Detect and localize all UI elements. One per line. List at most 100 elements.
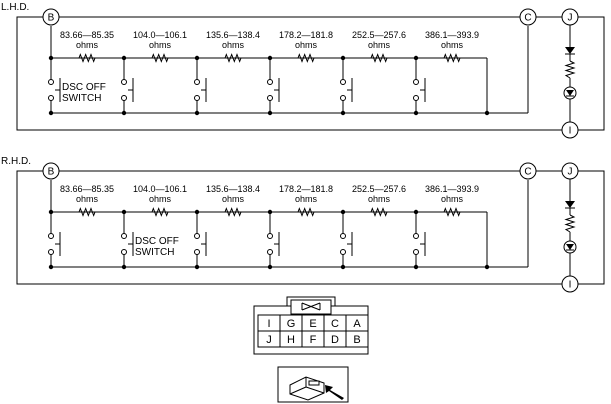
switch-contact: [267, 212, 280, 267]
diode-resistor-led-branch: [563, 25, 577, 122]
section-label: L.H.D.: [1, 2, 29, 13]
enclosure-frame: [16, 16, 605, 131]
node-bottom-right-label: I: [569, 126, 572, 137]
switch-contact: [48, 58, 61, 113]
resistor-unit: ohms: [149, 40, 172, 50]
switch-label: DSC OFF: [62, 82, 106, 93]
section-label: R.H.D.: [1, 156, 31, 167]
switch-contact: [121, 58, 134, 113]
connector-pin-label: I: [267, 318, 270, 330]
connector-pin-label: D: [331, 334, 339, 346]
resistor: [292, 53, 320, 63]
resistor-value: 135.6—138.4: [206, 30, 260, 40]
resistor-unit: ohms: [222, 194, 245, 204]
node-right-label: C: [524, 13, 531, 24]
resistor-value: 178.2—181.8: [279, 30, 333, 40]
resistor-unit: ohms: [222, 40, 245, 50]
connector-pin-label: B: [353, 334, 360, 346]
resistor: [564, 60, 576, 79]
connector-pin-label: A: [353, 318, 361, 330]
switch-contact: [267, 58, 280, 113]
resistor: [73, 207, 101, 217]
connector-pin-label: H: [287, 334, 295, 346]
connector-pin-cell: [345, 330, 369, 348]
resistor: [146, 207, 174, 217]
connector-latch: [286, 296, 336, 306]
resistor-value: 104.0—106.1: [133, 184, 187, 194]
switch-contact: [121, 212, 134, 267]
switch-label: DSC OFF: [135, 236, 179, 247]
resistor-unit: ohms: [368, 194, 391, 204]
diode-icon: [565, 201, 575, 208]
switch-label: SWITCH: [62, 93, 101, 104]
connector-pin-label: F: [310, 334, 317, 346]
connector-view-arrow-icon: [325, 385, 344, 400]
resistor: [292, 207, 320, 217]
resistor-value: 386.1—393.9: [425, 30, 479, 40]
node-bottom-right: I: [561, 275, 579, 293]
circuit-rhd: R.H.D.83.66—85.35ohms104.0—106.1ohms135.…: [1, 156, 605, 293]
enclosure-frame: [16, 170, 605, 285]
resistor-value: 386.1—393.9: [425, 184, 479, 194]
connector-pin-label: J: [266, 334, 272, 346]
resistor: [365, 207, 393, 217]
connector-face: I G E C A J H F D B: [253, 296, 369, 355]
resistor: [219, 207, 247, 217]
node-bottom-right-label: I: [569, 280, 572, 291]
connector-view-icon: [277, 366, 349, 403]
resistor-value: 252.5—257.6: [352, 30, 406, 40]
switch-contact: [48, 212, 61, 267]
switch-contact: [340, 212, 353, 267]
junction-dot: [484, 110, 490, 116]
resistor-unit: ohms: [76, 194, 99, 204]
resistor-value: 135.6—138.4: [206, 184, 260, 194]
diode-resistor-led-branch: [563, 179, 577, 276]
node-right: C: [519, 8, 537, 26]
node-left: B: [42, 8, 60, 26]
resistor-unit: ohms: [76, 40, 99, 50]
resistor: [73, 53, 101, 63]
resistor-unit: ohms: [295, 40, 318, 50]
resistor: [438, 207, 466, 217]
connector-housing-icon: [289, 376, 325, 401]
resistor-unit: ohms: [368, 40, 391, 50]
switch-contact: [340, 58, 353, 113]
resistor-value: 178.2—181.8: [279, 184, 333, 194]
switch-contact: [194, 58, 207, 113]
junction-dot: [484, 264, 490, 270]
node-top-right: J: [561, 8, 579, 26]
node-left-label: B: [48, 13, 55, 24]
resistor-unit: ohms: [441, 40, 464, 50]
connector-pin-label: G: [287, 318, 296, 330]
switch-label: SWITCH: [135, 247, 174, 258]
node-top-right-label: J: [568, 167, 573, 178]
circuit-lhd: L.H.D.83.66—85.35ohms104.0—106.1ohms135.…: [1, 2, 605, 139]
resistor-value: 83.66—85.35: [60, 184, 114, 194]
node-bottom-right: I: [561, 121, 579, 139]
diode-icon: [565, 47, 575, 54]
switch-contact: [413, 58, 426, 113]
connector-pin-label: C: [331, 318, 339, 330]
resistor-unit: ohms: [149, 194, 172, 204]
switch-contact: [413, 212, 426, 267]
connector-pin-label: E: [309, 318, 316, 330]
node-left-label: B: [48, 167, 55, 178]
resistor-value: 104.0—106.1: [133, 30, 187, 40]
resistor: [438, 53, 466, 63]
resistor-unit: ohms: [295, 194, 318, 204]
resistor: [146, 53, 174, 63]
node-top-right-label: J: [568, 13, 573, 24]
resistor: [365, 53, 393, 63]
node-left: B: [42, 162, 60, 180]
resistor-value: 83.66—85.35: [60, 30, 114, 40]
resistor: [219, 53, 247, 63]
node-right-label: C: [524, 167, 531, 178]
view-icon-frame: [277, 366, 349, 403]
switch-contact: [194, 212, 207, 267]
resistor-unit: ohms: [441, 194, 464, 204]
resistor: [564, 214, 576, 233]
node-right: C: [519, 162, 537, 180]
node-top-right: J: [561, 162, 579, 180]
resistor-value: 252.5—257.6: [352, 184, 406, 194]
